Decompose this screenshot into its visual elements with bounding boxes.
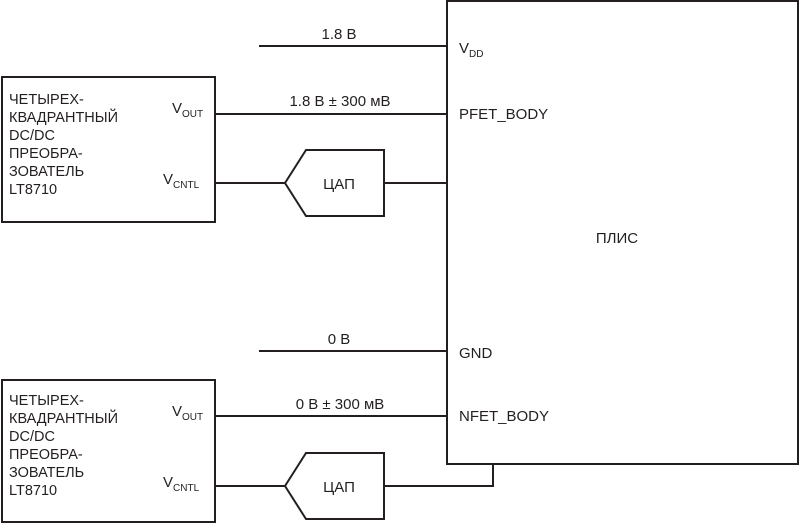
- fpga-pin-gnd: GND: [459, 345, 493, 362]
- converter-top-vcntl-pin: VCNTL: [163, 171, 200, 191]
- converter-block-bottom: [1, 379, 216, 523]
- fpga-pin-pfet-body: PFET_BODY: [459, 106, 548, 123]
- fpga-pin-nfet-body: NFET_BODY: [459, 408, 549, 425]
- pfet-voltage-label: 1.8 В ± 300 мВ: [289, 93, 390, 110]
- fpga-block: [446, 0, 799, 465]
- fpga-pin-vdd: VDD: [459, 40, 483, 60]
- nfet-voltage-label: 0 В ± 300 мВ: [296, 396, 385, 413]
- converter-block-top: [1, 76, 216, 223]
- vdd-voltage-label: 1.8 В: [321, 26, 356, 43]
- fpga-label: ПЛИС: [596, 230, 638, 247]
- dac-top-label: ЦАП: [323, 176, 355, 193]
- converter-bottom-vout-pin: VOUT: [172, 403, 203, 423]
- converter-bottom-vcntl-pin: VCNTL: [163, 474, 200, 494]
- converter-top-text: ЧЕТЫРЕХ- КВАДРАНТНЫЙ DC/DC ПРЕОБРА- ЗОВА…: [9, 92, 122, 198]
- converter-top-vout-pin: VOUT: [172, 100, 203, 120]
- gnd-voltage-label: 0 В: [328, 331, 351, 348]
- dac-bottom-label: ЦАП: [323, 479, 355, 496]
- dac-bottom-input-wire: [384, 464, 494, 487]
- converter-bottom-text: ЧЕТЫРЕХ- КВАДРАНТНЫЙ DC/DC ПРЕОБРА- ЗОВА…: [9, 393, 122, 499]
